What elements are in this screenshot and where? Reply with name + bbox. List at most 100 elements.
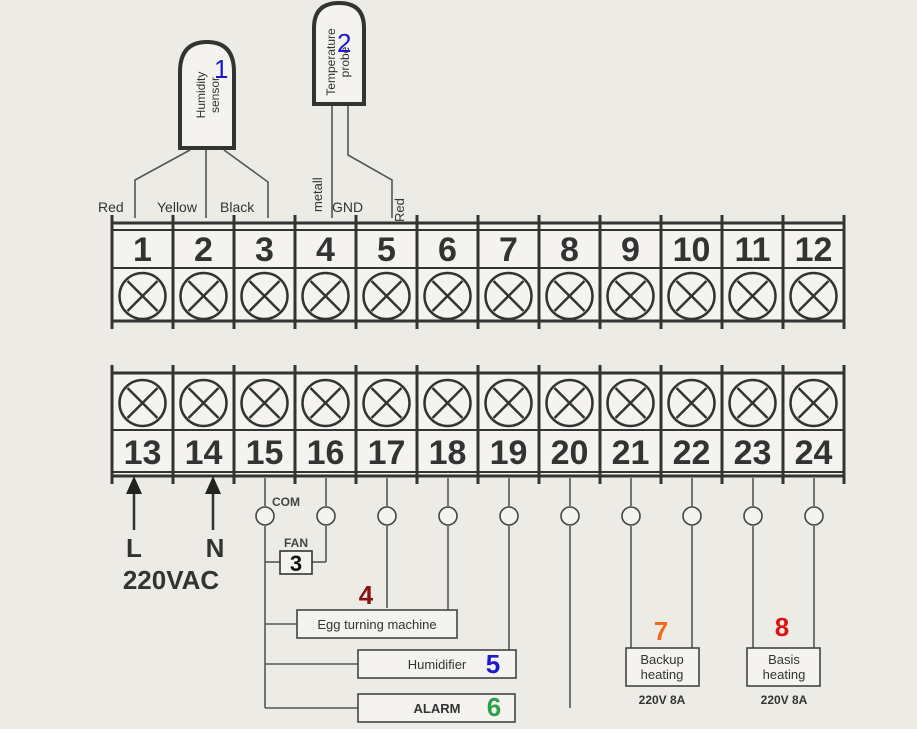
terminal-number: 8 xyxy=(560,231,579,269)
egg-turning-output: Egg turning machine 4 xyxy=(296,580,458,639)
terminal-number: 14 xyxy=(185,434,223,472)
fan-number: 3 xyxy=(290,551,302,576)
bottom-terminal-block: 13 14 15 16 17 18 19 20 21 22 23 24 xyxy=(110,365,846,484)
terminal-number: 13 xyxy=(124,434,162,472)
terminal-screw-icon xyxy=(667,271,716,321)
terminal-screw-icon xyxy=(484,378,533,428)
terminal-screw-icon xyxy=(606,378,655,428)
terminal-screw-icon xyxy=(728,378,777,428)
temperature-probe: Temperature probe 2 xyxy=(312,0,366,106)
backup-heating-number: 7 xyxy=(654,616,668,646)
terminal-screw-icon xyxy=(301,378,350,428)
backup-heating-line2: heating xyxy=(641,667,684,682)
humidifier-label: Humidifier xyxy=(408,657,467,672)
wire-label-red: Red xyxy=(98,199,124,215)
terminal-number: 21 xyxy=(612,434,650,472)
egg-turning-box xyxy=(296,609,458,639)
basis-heating-box xyxy=(746,647,821,687)
power-label-n: N xyxy=(206,533,225,563)
terminal-number: 23 xyxy=(734,434,772,472)
terminal-number: 2 xyxy=(194,231,213,269)
alarm-box xyxy=(357,693,516,723)
basis-heating-line2: heating xyxy=(763,667,806,682)
terminal-screw-icon xyxy=(545,378,594,428)
backup-heating-output: 7 Backup heating 220V 8A xyxy=(625,616,700,707)
terminal-screw-icon xyxy=(179,378,228,428)
terminal-number: 18 xyxy=(429,434,467,472)
basis-heating-line1: Basis xyxy=(768,652,800,667)
terminal-screw-icon xyxy=(240,271,289,321)
terminal-screw-icon xyxy=(789,271,838,321)
contact-circles xyxy=(255,506,824,526)
terminal-screw-icon xyxy=(118,378,167,428)
humidity-sensor-number: 1 xyxy=(214,54,228,84)
terminal-number: 24 xyxy=(795,434,833,472)
temperature-probe-number: 2 xyxy=(337,28,351,58)
terminal-number: 4 xyxy=(316,231,335,269)
egg-turning-label: Egg turning machine xyxy=(317,617,436,632)
humidifier-box xyxy=(357,649,517,679)
terminal-number: 20 xyxy=(551,434,589,472)
humidity-sensor: Humidity sensor 1 xyxy=(178,39,236,150)
fan-label: FAN xyxy=(284,536,308,550)
terminal-number: 10 xyxy=(673,231,711,269)
terminal-screw-icon xyxy=(179,271,228,321)
terminal-screw-icon xyxy=(240,378,289,428)
output-wiring xyxy=(264,478,815,709)
terminal-screw-icon xyxy=(423,378,472,428)
terminal-screw-icon xyxy=(362,378,411,428)
power-input: L N 220VAC xyxy=(123,476,225,595)
terminal-screw-icon xyxy=(362,271,411,321)
humidity-sensor-label-line1: Humidity xyxy=(194,72,208,119)
backup-heating-line1: Backup xyxy=(640,652,683,667)
humidifier-number: 5 xyxy=(486,649,500,679)
terminal-screw-icon xyxy=(484,271,533,321)
terminal-number: 15 xyxy=(246,434,284,472)
fan-output: FAN 3 xyxy=(279,536,313,576)
terminal-number: 5 xyxy=(377,231,396,269)
alarm-number: 6 xyxy=(487,692,501,722)
power-label-l: L xyxy=(126,533,142,563)
sensor-wires xyxy=(134,106,393,218)
terminal-number: 19 xyxy=(490,434,528,472)
temperature-probe-label-line1: Temperature xyxy=(324,28,338,96)
terminal-number: 12 xyxy=(795,231,833,269)
power-voltage-label: 220VAC xyxy=(123,565,220,595)
terminal-screw-icon xyxy=(545,271,594,321)
terminal-screw-icon xyxy=(301,271,350,321)
terminal-screw-icon xyxy=(118,271,167,321)
backup-heating-rating: 220V 8A xyxy=(639,693,686,707)
wire-label-metall: metall xyxy=(310,177,325,212)
basis-heating-output: 8 Basis heating 220V 8A xyxy=(746,612,821,707)
temperature-probe-label-line2: probe xyxy=(338,46,352,77)
terminal-number: 11 xyxy=(735,231,771,269)
wire-label-yellow: Yellow xyxy=(157,199,198,215)
fan-box xyxy=(279,550,313,575)
alarm-label: ALARM xyxy=(414,701,461,716)
terminal-number: 7 xyxy=(499,231,518,269)
wire-label-black: Black xyxy=(220,199,255,215)
basis-heating-number: 8 xyxy=(775,612,789,642)
terminal-number: 17 xyxy=(368,434,406,472)
humidity-sensor-label-line2: sensor xyxy=(208,77,222,113)
alarm-output: ALARM 6 xyxy=(357,692,516,723)
basis-heating-rating: 220V 8A xyxy=(761,693,808,707)
terminal-screw-icon xyxy=(423,271,472,321)
backup-heating-box xyxy=(625,647,700,687)
wire-label-gnd: GND xyxy=(332,199,363,215)
terminal-number: 16 xyxy=(307,434,345,472)
com-label: COM xyxy=(272,495,300,509)
egg-turning-number: 4 xyxy=(359,580,374,610)
terminal-number: 22 xyxy=(673,434,711,472)
wire-label-red2: Red xyxy=(392,198,407,222)
terminal-screw-icon xyxy=(728,271,777,321)
humidifier-output: Humidifier 5 xyxy=(357,649,517,679)
terminal-number: 3 xyxy=(255,231,274,269)
terminal-screw-icon xyxy=(667,378,716,428)
terminal-screw-icon xyxy=(606,271,655,321)
terminal-screw-icon xyxy=(789,378,838,428)
